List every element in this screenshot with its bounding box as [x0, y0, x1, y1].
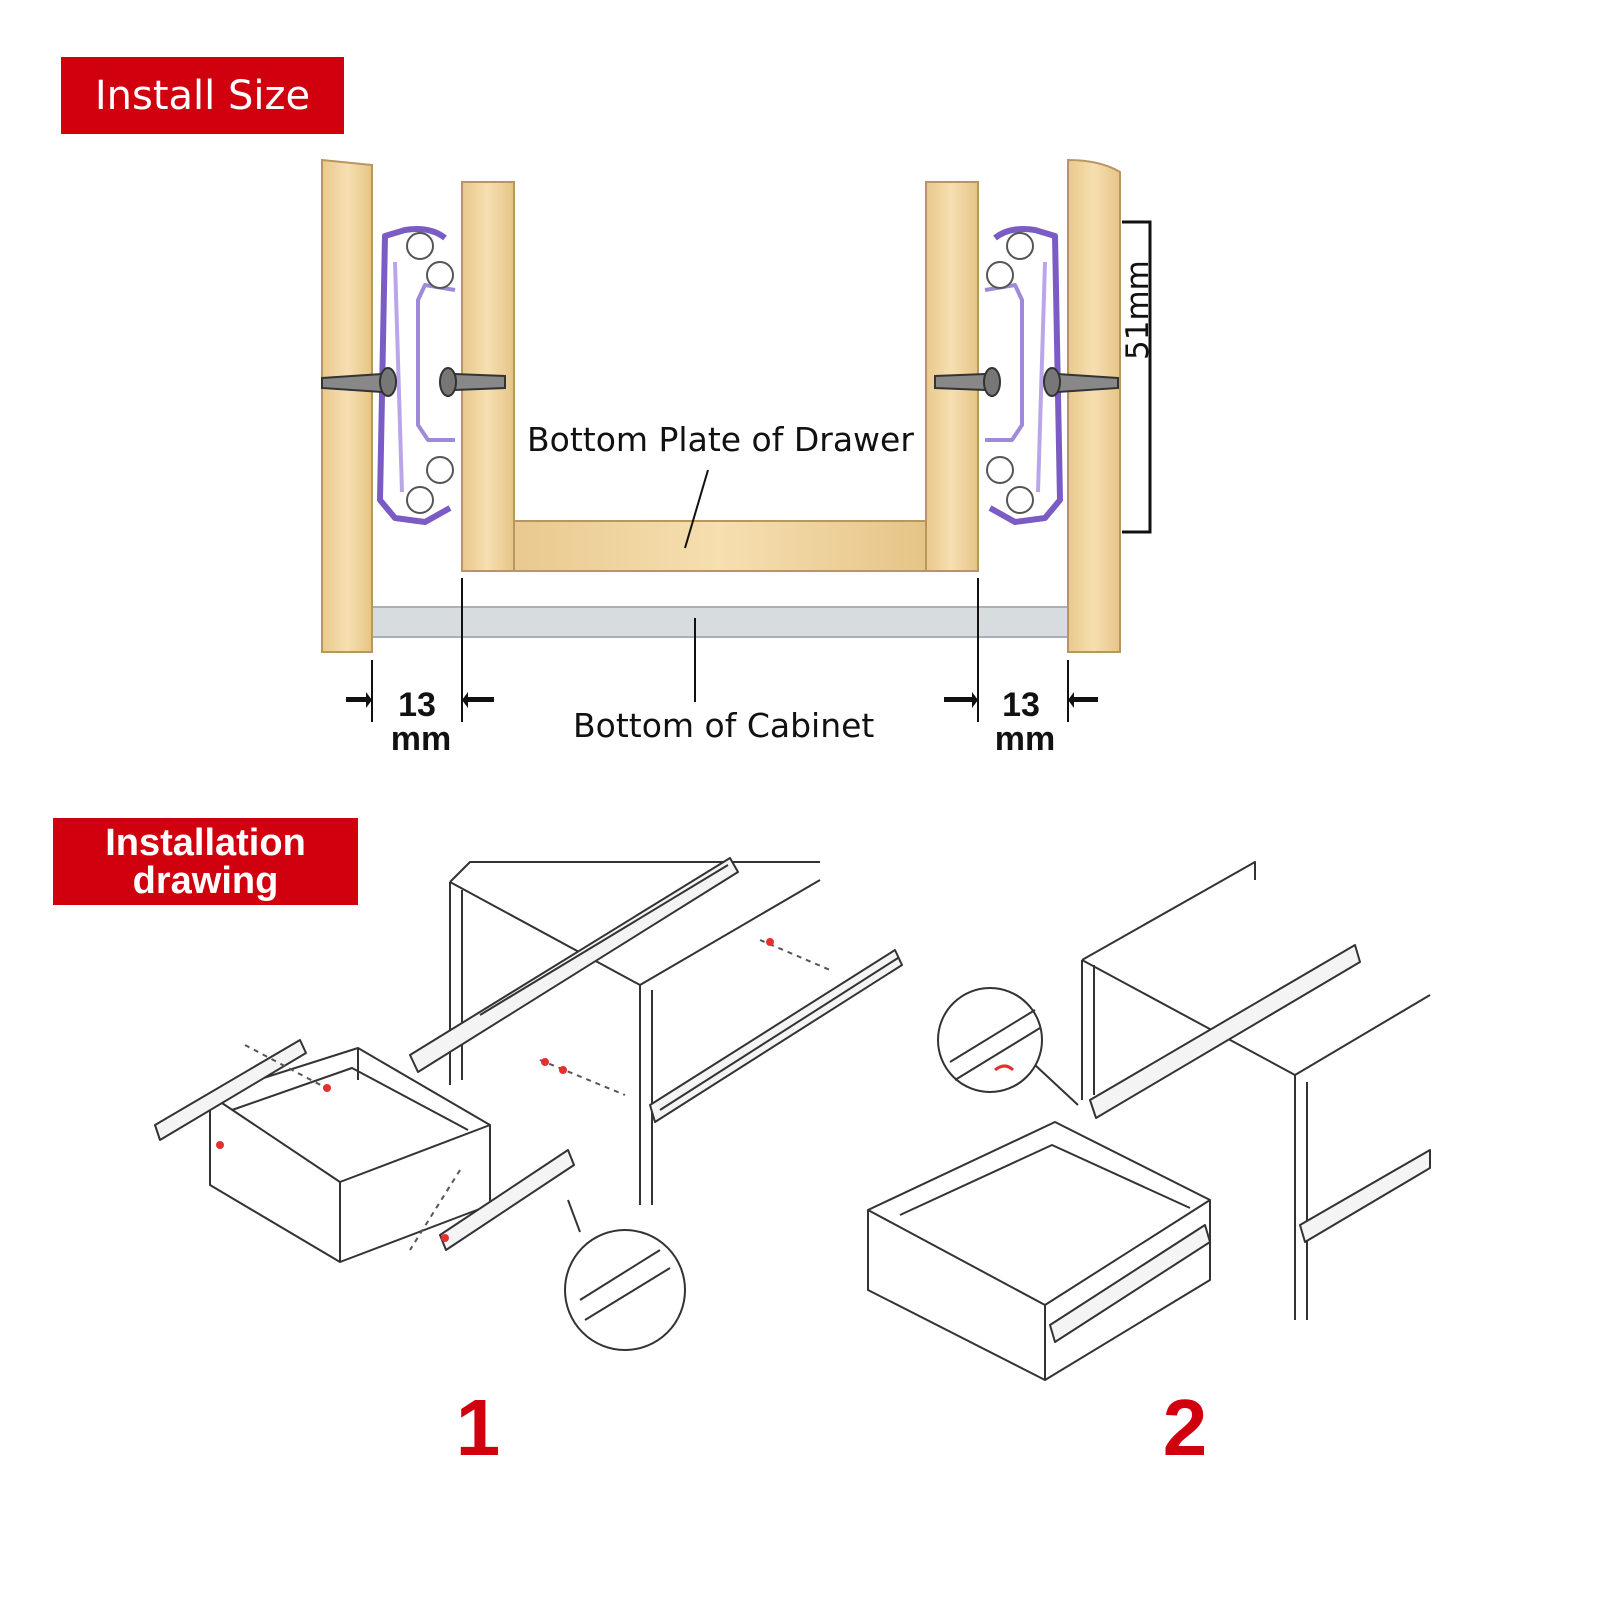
left-slide-rail [377, 226, 456, 525]
right-rail-balls [986, 232, 1034, 514]
screw-icon-right-inner [934, 367, 1001, 397]
step2-drawer-rail [1049, 1224, 1211, 1343]
step-2-number: 2 [1162, 1383, 1208, 1472]
cabinet-right-wall [1067, 158, 1121, 653]
step2-drawer-box [867, 1121, 1211, 1381]
screw-icon-left-outer [321, 367, 397, 397]
gap-left-value: 13 [398, 686, 436, 724]
gap-guides [371, 578, 1069, 722]
step2-cabinet-frame [1081, 861, 1431, 1320]
bottom-plate-leader [684, 469, 709, 549]
step1-cabinet-rail-lower [649, 949, 903, 1123]
step1-drawer-box [209, 1047, 491, 1263]
step2-release-arrow-icon [994, 1064, 1015, 1072]
screw-icon-left-inner [439, 367, 506, 397]
screw-icon-right-outer [1043, 367, 1119, 397]
installation-drawing-banner: Installation drawing [53, 818, 358, 905]
left-rail-balls [406, 232, 454, 514]
step1-drawer-rail-left [154, 1039, 307, 1141]
step1-screw-markers [216, 938, 774, 1242]
install-size-title: Install Size [94, 72, 311, 119]
gap-left-unit: mm [390, 720, 452, 758]
bottom-plate-label: Bottom Plate of Drawer [527, 420, 914, 459]
step1-cabinet-rail-upper [409, 857, 739, 1073]
drawer-bottom-plate [513, 520, 927, 572]
step1-drawer-rail-right [439, 1149, 575, 1251]
install-size-banner: Install Size [61, 57, 344, 134]
step2-cabinet-rail-upper [1089, 944, 1361, 1119]
gap-right-value: 13 [1002, 686, 1040, 724]
installation-drawing-title-line1: Installation [105, 821, 306, 864]
step-1-number: 1 [455, 1383, 501, 1472]
bottom-cabinet-label: Bottom of Cabinet [573, 706, 875, 745]
right-slide-rail [984, 226, 1063, 525]
step2-cabinet-rail-lower [1299, 1149, 1431, 1243]
step2-detail-magnifier [937, 987, 1079, 1106]
gap-right-unit: mm [994, 720, 1056, 758]
height-dimension-bracket [1122, 220, 1152, 534]
step1-detail-magnifier [564, 1199, 686, 1351]
cabinet-left-wall [321, 158, 373, 653]
installation-drawing-title-line2: drawing [132, 859, 279, 902]
gap-arrows [346, 692, 1098, 708]
